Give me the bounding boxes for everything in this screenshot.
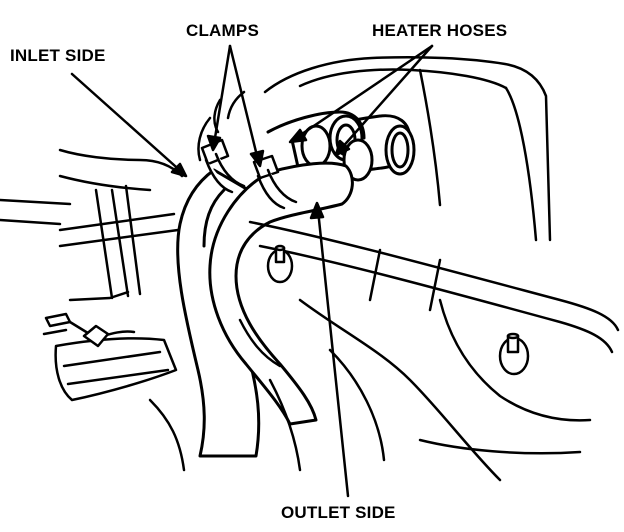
outlet-hose bbox=[208, 161, 354, 426]
clamps-arrowhead-right bbox=[249, 149, 265, 168]
heater-arrowhead-right bbox=[334, 139, 351, 157]
heater-arrow-line-right bbox=[338, 44, 434, 152]
manifold-rail bbox=[248, 220, 620, 422]
heater-arrowhead-left bbox=[288, 128, 308, 144]
clamps-arrow-line-right bbox=[228, 44, 260, 162]
clamp-upper bbox=[200, 138, 246, 194]
outlet-arrowhead bbox=[309, 201, 325, 220]
stud-left bbox=[266, 244, 294, 284]
engine-block-outline bbox=[197, 56, 552, 242]
inlet-side-label: INLET SIDE bbox=[10, 46, 106, 65]
left-bracket-assembly bbox=[0, 148, 184, 402]
inlet-arrow-line bbox=[70, 72, 186, 176]
inlet-arrowhead bbox=[170, 162, 188, 178]
lower-engine-body bbox=[148, 298, 582, 482]
outlet-side-label: OUTLET SIDE bbox=[281, 503, 396, 522]
heater-hoses-label: HEATER HOSES bbox=[372, 21, 508, 40]
clamps-arrowhead-left bbox=[206, 134, 222, 152]
callout-arrows bbox=[70, 44, 434, 498]
clamps-arrow-line-left bbox=[212, 44, 232, 146]
outlet-arrow-line bbox=[316, 208, 350, 498]
stud-right bbox=[498, 332, 530, 376]
heater-pipes bbox=[266, 110, 416, 182]
heater-arrow-line-left bbox=[294, 44, 434, 140]
clamps-label: CLAMPS bbox=[186, 21, 259, 40]
